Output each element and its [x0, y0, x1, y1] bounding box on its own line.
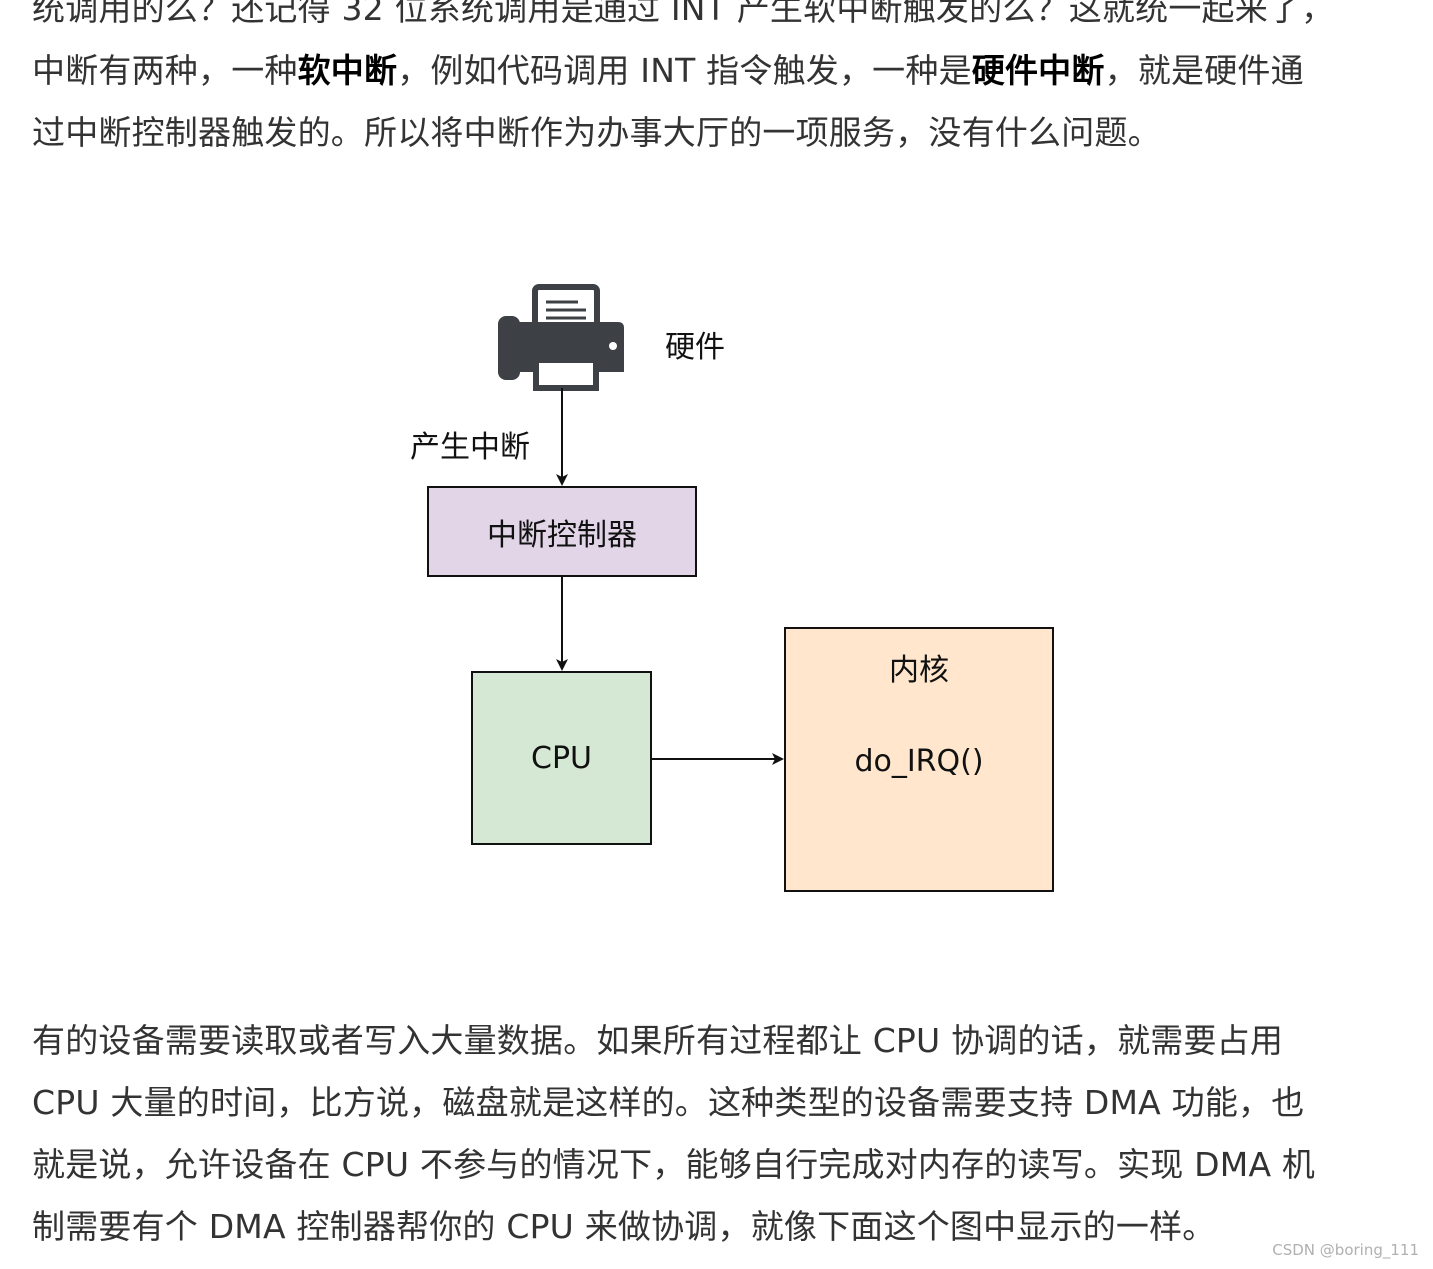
- text-line: 就是说，允许设备在 CPU 不参与的情况下，能够自行完成对内存的读写。实现 DM…: [32, 1145, 1316, 1184]
- diagram-arrows: [556, 388, 784, 765]
- text-line: 中断有两种，一种软中断，例如代码调用 INT 指令触发，一种是硬件中断，就是硬件…: [32, 40, 1417, 102]
- text-span: ，就是硬件通: [1104, 51, 1304, 90]
- hardware-label: 硬件: [665, 330, 725, 365]
- text-line: 有的设备需要读取或者写入大量数据。如果所有过程都让 CPU 协调的话，就需要占用: [32, 1021, 1284, 1060]
- printer-icon: [498, 284, 624, 391]
- interrupt-controller-label: 中断控制器: [487, 517, 637, 553]
- kernel-function-label: do_IRQ(): [854, 744, 984, 779]
- text-span: ，例如代码调用 INT 指令触发，一种是: [397, 51, 972, 90]
- generate-interrupt-label: 产生中断: [410, 430, 530, 465]
- kernel-title: 内核: [889, 653, 949, 688]
- csdn-watermark: CSDN @boring_111: [1272, 1241, 1419, 1259]
- intro-paragraph: 统调用的么？还记得 32 位系统调用是通过 INT 产生软中断触发的么？这就统一…: [32, 0, 1417, 164]
- bold-term-soft-interrupt: 软中断: [297, 51, 398, 90]
- text-line: 过中断控制器触发的。所以将中断作为办事大厅的一项服务，没有什么问题。: [32, 113, 1161, 152]
- text-line: 制需要有个 DMA 控制器帮你的 CPU 来做协调，就像下面这个图中显示的一样。: [32, 1207, 1216, 1246]
- cpu-label: CPU: [531, 740, 592, 776]
- interrupt-flow-diagram: 硬件 产生中断 中断控制器 CPU 内核 do_IRQ(): [380, 270, 1080, 910]
- cpu-box: CPU: [471, 671, 652, 845]
- bold-term-hardware-interrupt: 硬件中断: [971, 51, 1105, 90]
- text-line: 统调用的么？还记得 32 位系统调用是通过 INT 产生软中断触发的么？这就统一…: [32, 0, 1335, 28]
- text-span: 中断有两种，一种: [32, 51, 298, 90]
- interrupt-controller-box: 中断控制器: [427, 486, 697, 577]
- kernel-box: 内核 do_IRQ(): [784, 627, 1054, 892]
- text-line: CPU 大量的时间，比方说，磁盘就是这样的。这种类型的设备需要支持 DMA 功能…: [32, 1083, 1305, 1122]
- dma-paragraph: 有的设备需要读取或者写入大量数据。如果所有过程都让 CPU 协调的话，就需要占用…: [32, 1010, 1417, 1258]
